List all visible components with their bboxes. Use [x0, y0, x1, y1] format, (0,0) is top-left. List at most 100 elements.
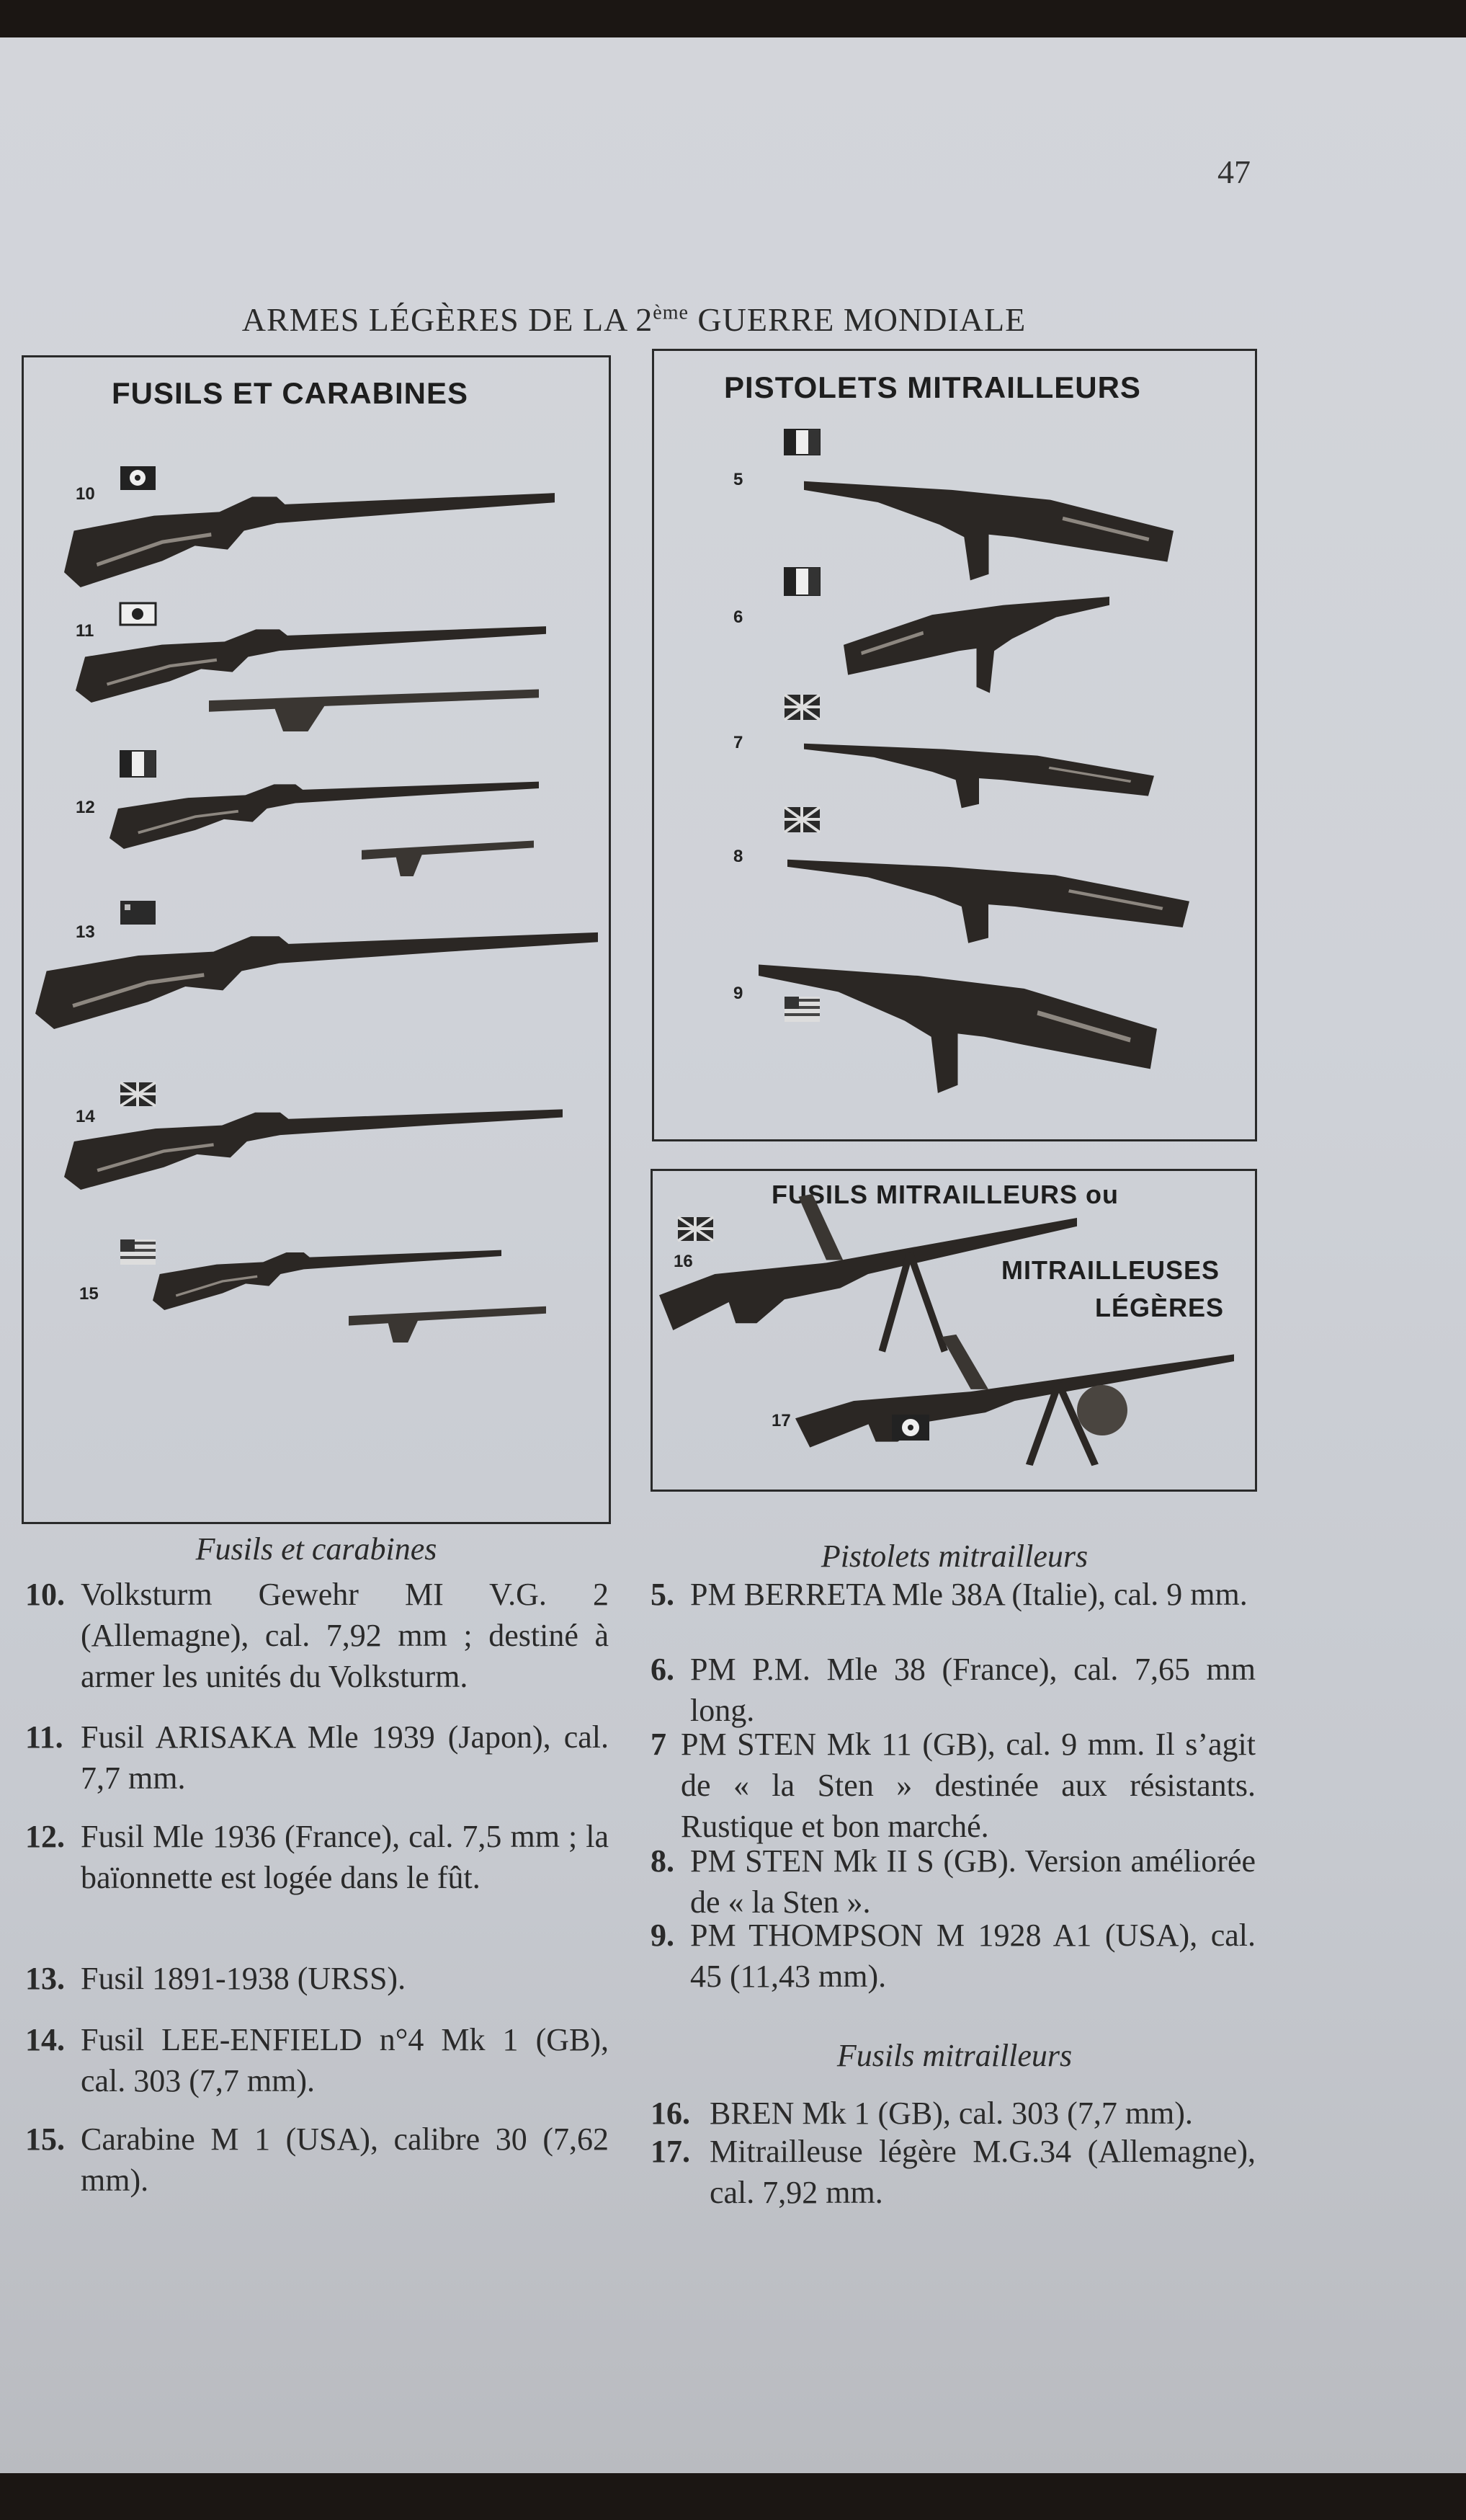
item-text: PM STEN Mk II S (GB). Version améliorée …: [690, 1843, 1256, 1920]
panel-rifles: [22, 355, 611, 1524]
rifle-11-detail-illustration: [209, 689, 539, 731]
smg-7-illustration: [804, 744, 1154, 809]
item-number: 9.: [651, 1918, 674, 1953]
figure-number: 10: [76, 484, 95, 504]
item-text: PM THOMPSON M 1928 A1 (USA), cal. 45 (11…: [690, 1918, 1256, 1994]
figure-number: 7: [733, 733, 743, 752]
figure-number: 5: [733, 470, 743, 489]
flag-uk-icon: [676, 1216, 715, 1242]
item-number: 8.: [651, 1843, 674, 1879]
figure-number: 11: [76, 621, 94, 641]
item-number: 17.: [651, 2134, 690, 2169]
panel-title-rifles: FUSILS ET CARABINES: [112, 376, 469, 410]
panel-title-lmg-3: LÉGÈRES: [1095, 1293, 1225, 1322]
item-text: Fusil LEE-ENFIELD n°4 Mk 1 (GB), cal. 30…: [81, 2022, 609, 2098]
item-number: 10.: [25, 1577, 65, 1612]
flag-usa-icon: [785, 997, 820, 1022]
smg-5-illustration: [804, 481, 1174, 581]
figure-number: 8: [733, 847, 743, 866]
list-item: 9. PM THOMPSON M 1928 A1 (USA), cal. 45 (…: [651, 1915, 1256, 1997]
figure-number: 17: [772, 1411, 791, 1430]
carbine-15-detail-illustration: [349, 1306, 546, 1343]
rifle-14-illustration: [64, 1109, 563, 1190]
list-item: 6. PM P.M. Mle 38 (France), cal. 7,65 mm …: [651, 1649, 1256, 1731]
flag-france-icon: [784, 567, 821, 596]
figure-number: 14: [76, 1107, 95, 1126]
list-item: 15. Carabine M 1 (USA), calibre 30 (7,62 …: [25, 2119, 609, 2201]
item-text: BREN Mk 1 (GB), cal. 303 (7,7 mm).: [710, 2096, 1193, 2131]
smg-9-illustration: [759, 964, 1157, 1092]
list-item: 10. Volksturm Gewehr MI V.G. 2 (Allemagne…: [25, 1574, 609, 1697]
lmg-16-illustration: [659, 1194, 1077, 1351]
rifle-10-illustration: [64, 493, 555, 587]
panel-title-lmg-2: MITRAILLEUSES: [1001, 1255, 1220, 1285]
item-text: Carabine M 1 (USA), calibre 30 (7,62 mm)…: [81, 2121, 609, 2198]
carbine-15-illustration: [153, 1248, 501, 1310]
item-text: Fusil 1891-1938 (URSS).: [81, 1961, 406, 1996]
figure-number: 15: [79, 1284, 99, 1304]
rifle-12-illustration: [109, 780, 539, 849]
panel-lmg: [651, 1169, 1257, 1492]
weapon-illustrations: [0, 429, 1466, 2473]
item-number: 5.: [651, 1577, 674, 1612]
drum-magazine: [1077, 1385, 1127, 1435]
list-item: 14. Fusil LEE-ENFIELD n°4 Mk 1 (GB), cal.…: [25, 2019, 609, 2101]
item-text: PM BERRETA Mle 38A (Italie), cal. 9 mm.: [690, 1577, 1248, 1612]
rifle-11-illustration: [76, 626, 546, 703]
item-text: PM STEN Mk 11 (GB), cal. 9 mm. Il s’agit…: [681, 1727, 1256, 1844]
caption-smg: Pistolets mitrailleurs: [821, 1539, 1089, 1574]
page-title: ARMES LÉGÈRES DE LA 2ème GUERRE MONDIALE: [0, 300, 1268, 339]
rifle-13-illustration: [35, 932, 598, 1029]
item-number: 12.: [25, 1819, 65, 1854]
flag-france-icon: [120, 750, 156, 778]
flag-uk-icon: [783, 693, 821, 721]
smg-6-illustration: [844, 597, 1109, 693]
title-main: ARMES LÉGÈRES DE LA 2: [241, 301, 653, 338]
item-text: PM P.M. Mle 38 (France), cal. 7,65 mm lo…: [690, 1652, 1256, 1728]
book-page: 47 ARMES LÉGÈRES DE LA 2ème GUERRE MONDI…: [0, 37, 1466, 2473]
item-number: 16.: [651, 2096, 690, 2131]
flag-germany-icon: [120, 466, 156, 490]
item-number: 6.: [651, 1652, 674, 1687]
list-item: 16. BREN Mk 1 (GB), cal. 303 (7,7 mm).: [651, 2093, 1256, 2134]
lmg-17-illustration: [795, 1335, 1234, 1465]
flag-uk-icon: [783, 806, 821, 834]
list-item: 8. PM STEN Mk II S (GB). Version amélioré…: [651, 1840, 1256, 1923]
item-number: 13.: [25, 1961, 65, 1996]
item-number: 14.: [25, 2022, 65, 2057]
flag-germany-icon: [892, 1415, 929, 1441]
figure-number: 13: [76, 922, 95, 942]
item-text: Mitrailleuse légère M.G.34 (Allemagne), …: [710, 2134, 1256, 2210]
flag-italy-icon: [784, 429, 821, 455]
item-number: 15.: [25, 2121, 65, 2157]
item-text: Fusil Mle 1936 (France), cal. 7,5 mm ; l…: [81, 1819, 609, 1895]
caption-lmg: Fusils mitrailleurs: [836, 2038, 1073, 2073]
figure-number: 9: [733, 984, 743, 1003]
list-item: 7 PM STEN Mk 11 (GB), cal. 9 mm. Il s’agi…: [651, 1724, 1256, 1847]
list-item: 13. Fusil 1891-1938 (URSS).: [25, 1958, 609, 1999]
flag-uk-icon: [119, 1081, 157, 1108]
figure-number: 16: [674, 1252, 693, 1271]
title-end: GUERRE MONDIALE: [688, 301, 1027, 338]
list-item: 5. PM BERRETA Mle 38A (Italie), cal. 9 mm…: [651, 1574, 1256, 1615]
flag-ussr-icon: [120, 901, 156, 925]
panel-title-smg: PISTOLETS MITRAILLEURS: [724, 370, 1141, 404]
item-number: 7: [651, 1727, 666, 1762]
flag-usa-icon: [120, 1239, 156, 1265]
list-item: 11. Fusil ARISAKA Mle 1939 (Japon), cal. …: [25, 1717, 609, 1799]
item-number: 11.: [25, 1719, 63, 1755]
list-item: 17. Mitrailleuse légère M.G.34 (Allemagne…: [651, 2131, 1256, 2213]
figure-number: 12: [76, 798, 95, 817]
flag-japan-icon: [119, 602, 157, 626]
rifle-12-bayonet-illustration: [362, 840, 534, 876]
smg-8-illustration: [787, 860, 1189, 943]
panel-smg: [652, 349, 1257, 1141]
item-text: Fusil ARISAKA Mle 1939 (Japon), cal. 7,7…: [81, 1719, 609, 1796]
list-item: 12. Fusil Mle 1936 (France), cal. 7,5 mm …: [25, 1816, 609, 1898]
item-text: Volksturm Gewehr MI V.G. 2 (Allemagne), …: [81, 1577, 609, 1694]
title-superscript: ème: [653, 301, 689, 324]
page-number: 47: [1217, 153, 1251, 190]
panel-title-lmg-1: FUSILS MITRAILLEURS ou: [772, 1180, 1119, 1209]
figure-number: 6: [733, 607, 743, 627]
caption-rifles: Fusils et carabines: [195, 1531, 437, 1567]
